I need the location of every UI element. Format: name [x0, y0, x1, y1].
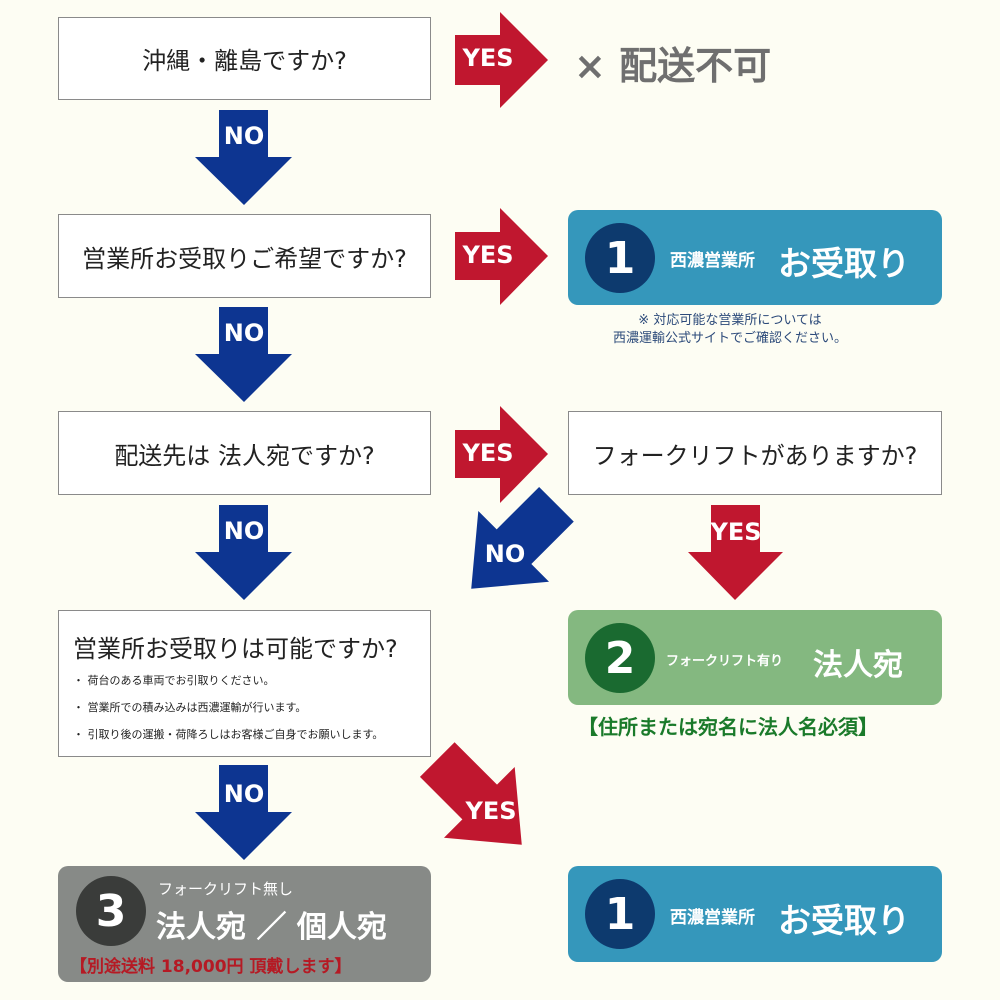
question-title: 営業所お受取りは可能ですか? [73, 635, 398, 663]
extra-fee-note: 【別途送料 18,000円 頂戴します】 [70, 957, 352, 977]
no-arrow-4 [195, 765, 292, 860]
yes-label: YES [462, 241, 514, 269]
note-line: ・ 荷台のある車両でお引取りください。 [73, 674, 275, 687]
number-badge: 3 [76, 876, 146, 946]
result-title: 法人宛 ／ 個人宛 [156, 910, 387, 945]
no-label: NO [223, 319, 265, 347]
result-office-pickup-1b: 1 西濃営業所 お受取り [568, 866, 942, 962]
result-prefix: フォークリフト無し [158, 880, 294, 898]
note-line: ・ 引取り後の運搬・荷降ろしはお客様ご自身でお願いします。 [73, 728, 384, 741]
yes-arrow-2 [455, 208, 548, 305]
no-arrow-diagonal [471, 486, 574, 589]
result-prefix: 西濃営業所 [670, 908, 755, 928]
result-title: お受取り [778, 901, 910, 940]
yes-label: YES [462, 44, 514, 72]
result-prefix: 西濃営業所 [670, 251, 755, 271]
no-label: NO [223, 122, 265, 150]
no-label: NO [484, 540, 526, 568]
result-title: お受取り [778, 244, 910, 283]
note-line: ※ 対応可能な営業所については [638, 313, 822, 328]
result-no-forklift-3: 3 フォークリフト無し 法人宛 ／ 個人宛 【別途送料 18,000円 頂戴しま… [58, 866, 431, 982]
note-line: ・ 営業所での積み込みは西濃運輸が行います。 [73, 701, 307, 714]
yes-arrow-1 [455, 12, 548, 108]
question-forklift: フォークリフトがありますか? [568, 411, 942, 495]
yes-arrow-forklift [688, 505, 783, 600]
number-badge: 1 [585, 879, 655, 949]
yes-label: YES [710, 518, 762, 546]
no-label: NO [223, 780, 265, 808]
yes-label: YES [465, 797, 517, 825]
corporate-note: 【住所または宛名に法人名必須】 [578, 715, 878, 739]
not-available-text: × 配送不可 [574, 44, 772, 88]
no-arrow-1 [195, 110, 292, 205]
no-arrow-3 [195, 505, 292, 600]
yes-arrow-3 [455, 406, 548, 503]
question-office-pickup: 営業所お受取りご希望ですか? [58, 214, 431, 298]
no-label: NO [223, 517, 265, 545]
office-note: ※ 対応可能な営業所については 西濃運輸公式サイトでご確認ください。 [570, 312, 890, 348]
result-office-pickup-1: 1 西濃営業所 お受取り [568, 210, 942, 305]
question-remote-island: 沖縄・離島ですか? [58, 17, 431, 100]
yes-arrow-diagonal [419, 742, 522, 845]
result-title: 法人宛 [813, 648, 903, 683]
yes-label: YES [462, 439, 514, 467]
number-badge: 1 [585, 223, 655, 293]
question-pickup-possible: 営業所お受取りは可能ですか? ・ 荷台のある車両でお引取りください。 ・ 営業所… [58, 610, 431, 757]
number-badge: 2 [585, 623, 655, 693]
question-corporate: 配送先は 法人宛ですか? [58, 411, 431, 495]
no-arrow-2 [195, 307, 292, 402]
note-line: 西濃運輸公式サイトでご確認ください。 [612, 331, 847, 346]
result-prefix: フォークリフト有り [666, 654, 784, 669]
result-corporate-forklift-2: 2 フォークリフト有り 法人宛 [568, 610, 942, 705]
